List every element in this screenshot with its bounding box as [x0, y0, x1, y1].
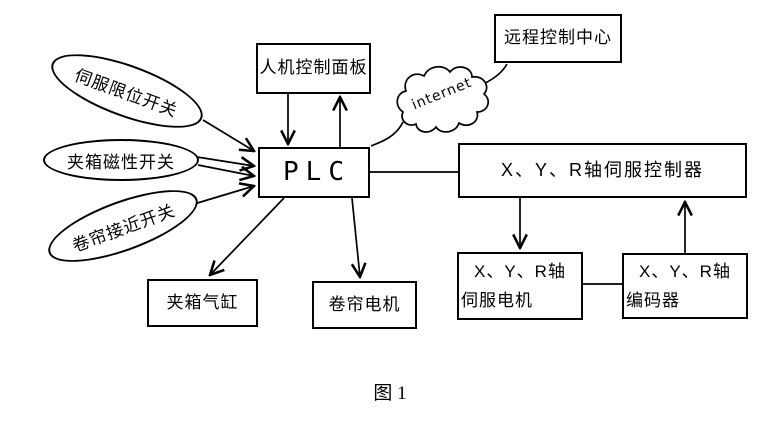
node-remote-control-center: 远程控制中心: [494, 14, 622, 63]
edge-magnetic-to-plc-2: [197, 164, 254, 176]
encoder-label-line1: X、Y、R轴: [639, 262, 731, 281]
hmi-panel-label: 人机控制面板: [259, 58, 368, 78]
clamp-cylinder-label: 夹箱气缸: [166, 292, 239, 312]
clamp-magnetic-switch-label: 夹箱磁性开关: [67, 152, 175, 172]
node-hmi-panel: 人机控制面板: [256, 43, 371, 94]
node-clamp-magnetic-switch: 夹箱磁性开关: [43, 139, 199, 181]
edge-plc-to-cylinder: [210, 197, 285, 275]
servo-motor-label-line1: X、Y、R轴: [474, 262, 566, 281]
node-servo-motor: X、Y、R轴 伺服电机: [457, 252, 583, 320]
servo-controller-label: X、Y、R轴伺服控制器: [500, 159, 704, 180]
remote-control-center-label: 远程控制中心: [504, 28, 612, 48]
node-curtain-motor: 卷帘电机: [312, 281, 417, 329]
encoder-label-line2: 编码器: [626, 291, 680, 310]
plc-label: PLC: [283, 156, 351, 187]
node-servo-controller: X、Y、R轴伺服控制器: [458, 143, 747, 198]
curtain-motor-label: 卷帘电机: [328, 294, 401, 314]
node-clamp-cylinder: 夹箱气缸: [147, 279, 258, 327]
node-encoder: X、Y、R轴 编码器: [622, 253, 748, 319]
edge-proximity-to-plc: [193, 186, 254, 205]
servo-motor-label-line2: 伺服电机: [461, 291, 533, 310]
internet-cloud-shape: [396, 65, 490, 133]
edge-magnetic-to-plc-1: [196, 157, 254, 166]
node-plc: PLC: [258, 147, 370, 198]
edge-plc-to-cloud: [370, 121, 404, 147]
edge-plc-to-curtain-motor: [352, 197, 360, 277]
figure-caption: 图 1: [373, 383, 407, 404]
edge-servo-limit-to-plc: [202, 119, 254, 151]
